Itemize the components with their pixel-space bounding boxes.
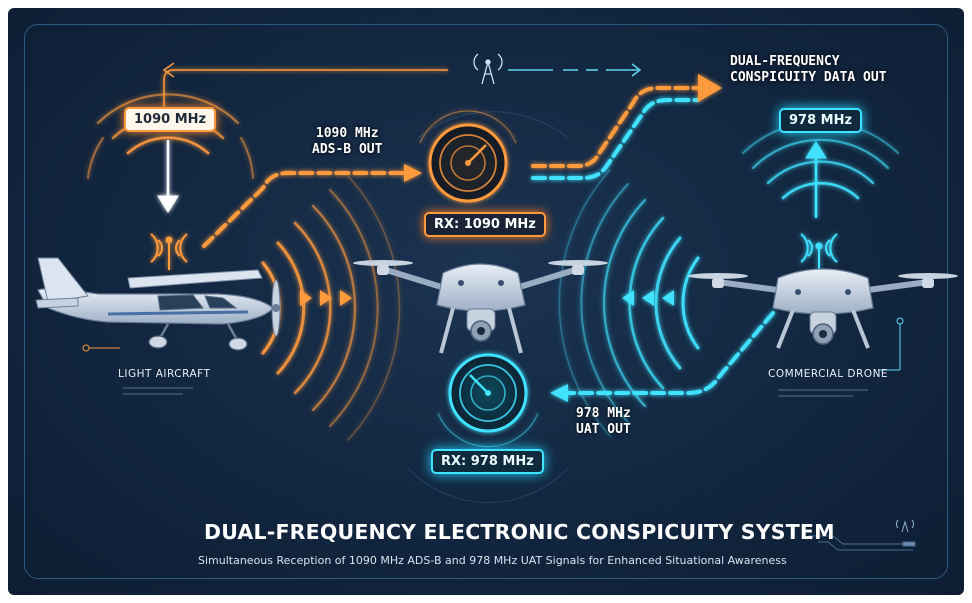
adsb-out-label: 1090 MHz ADS-B OUT [312,126,382,158]
output-label-line2: CONSPICUITY DATA OUT [730,70,887,85]
rx-978-tag: RX: 978 MHz [431,449,544,474]
aircraft-marker [82,344,120,352]
output-path [531,86,700,180]
down-arrow [157,140,179,213]
antenna-icon-small [896,519,914,533]
up-arrow [805,141,827,218]
diagram-subtitle: Simultaneous Reception of 1090 MHz ADS-B… [198,554,787,567]
airplane-icon [35,257,281,351]
background-arcs [407,111,569,503]
diagram-frame: 1090 MHz 1090 MHz ADS-B OUT RX: 1090 MHz… [8,8,964,595]
adsb-chevrons [300,290,352,306]
drone-name: COMMERCIAL DRONE [768,368,889,380]
adsb-out-label-line1: 1090 MHz [315,126,379,141]
radar-icon [419,110,517,203]
diagram-title: DUAL-FREQUENCY ELECTRONIC CONSPICUITY SY… [204,520,835,544]
drone-icon [688,268,958,349]
radar-icon-978 [437,353,539,448]
diagram-artwork [35,53,958,551]
output-label: DUAL-FREQUENCY CONSPICUITY DATA OUT [730,54,887,86]
circuit-decor [808,535,916,551]
uat-out-label-line1: 978 MHz [576,406,631,421]
adsb-out-label-line2: ADS-B OUT [312,142,383,157]
inner-border [24,24,948,579]
drone-marker [878,317,904,371]
output-arrowhead [698,74,722,102]
uat-chevrons [622,290,674,306]
output-label-line1: DUAL-FREQUENCY [730,54,840,69]
top-loop-arrow [162,62,642,108]
uat-out-label: 978 MHz UAT OUT [576,406,631,438]
rx-1090-tag: RX: 1090 MHz [424,212,546,237]
adsb-waves-right [261,175,401,441]
aircraft-freq-tag: 1090 MHz [124,107,217,132]
drone-freq-tag: 978 MHz [779,108,863,133]
adsb-path-arrowhead [404,164,422,182]
aircraft-name: LIGHT AIRCRAFT [118,368,211,380]
drone-antenna-waves [800,233,838,270]
aircraft-antenna-waves [150,233,188,270]
uat-waves-top [742,120,899,200]
antenna-icon [473,53,503,85]
drone-decor-lines [778,389,868,397]
uat-out-label-line2: UAT OUT [576,422,631,437]
center-drone-icon [353,260,608,354]
aircraft-decor-lines [123,387,193,395]
uat-path-arrowhead [550,384,568,402]
uat-waves-left [558,169,700,437]
adsb-path-to-rx [202,171,405,248]
uat-path-to-rx [566,311,775,395]
